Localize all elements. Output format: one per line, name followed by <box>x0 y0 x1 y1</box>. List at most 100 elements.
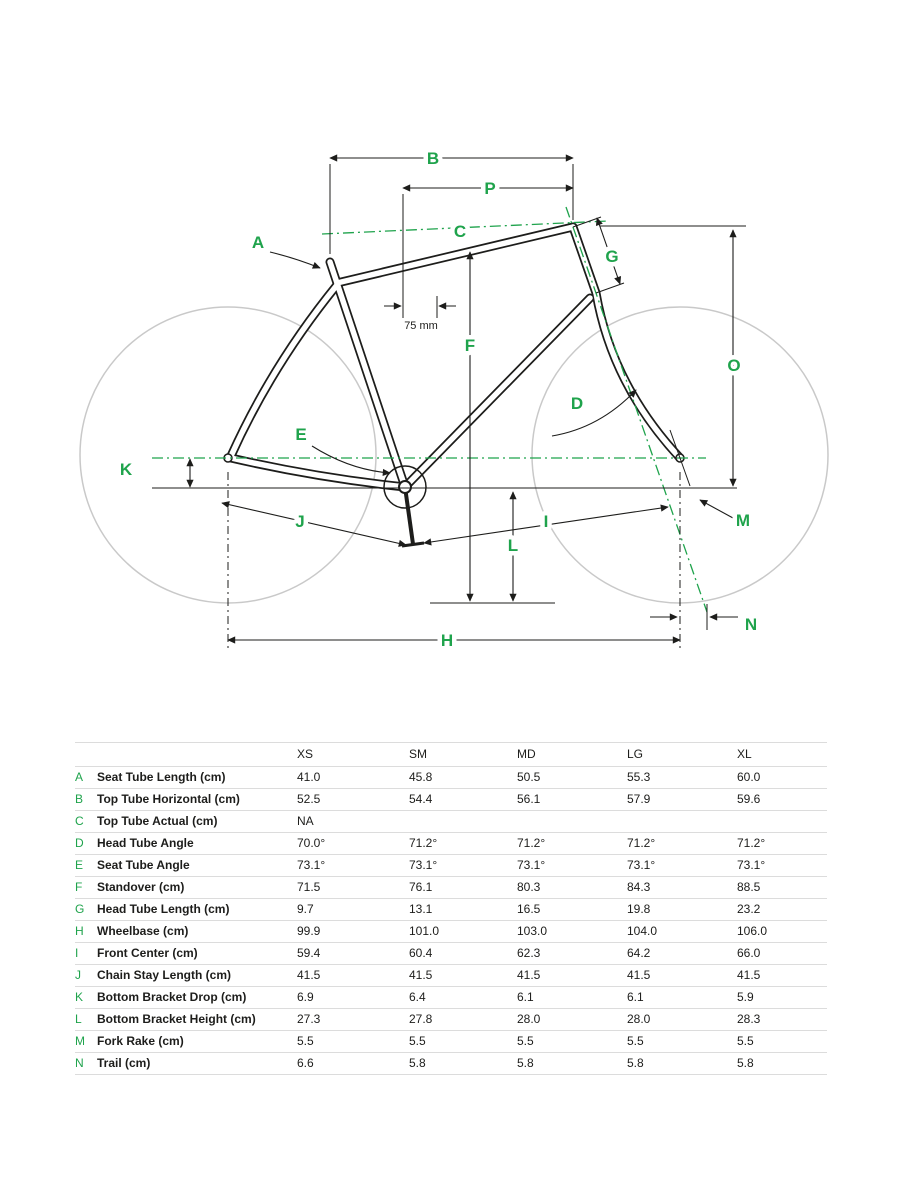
top-tube-actual-line <box>321 220 609 235</box>
row-value: 27.3 <box>297 1012 321 1026</box>
row-value: 5.5 <box>627 1034 644 1048</box>
label-I: I <box>544 512 549 531</box>
row-value: 41.5 <box>737 968 761 982</box>
label-L: L <box>508 536 518 555</box>
row-value: 66.0 <box>737 946 761 960</box>
row-value: 19.8 <box>627 902 651 916</box>
row-value: 9.7 <box>297 902 314 916</box>
row-value: 41.5 <box>627 968 651 982</box>
label-E: E <box>295 425 306 444</box>
row-label: Chain Stay Length (cm) <box>97 968 232 982</box>
table-row: M Fork Rake (cm) 5.5 5.5 5.5 5.5 5.5 <box>75 1031 827 1053</box>
row-value: 73.1° <box>297 858 326 872</box>
row-value: 70.0° <box>297 836 326 850</box>
header-spacer-label <box>97 743 297 767</box>
row-value: 5.8 <box>737 1056 754 1070</box>
row-label: Top Tube Horizontal (cm) <box>97 792 240 806</box>
row-letter: A <box>75 770 84 784</box>
row-value: 6.9 <box>297 990 314 1004</box>
row-value: 71.2° <box>517 836 546 850</box>
size-header-sm: SM <box>409 747 427 761</box>
row-value: 71.2° <box>627 836 656 850</box>
row-value: 52.5 <box>297 792 321 806</box>
row-letter: J <box>75 968 81 982</box>
label-K: K <box>120 460 133 479</box>
row-value: 5.5 <box>297 1034 314 1048</box>
table-row: L Bottom Bracket Height (cm) 27.3 27.8 2… <box>75 1009 827 1031</box>
label-M: M <box>736 511 750 530</box>
row-label: Front Center (cm) <box>97 946 198 960</box>
row-value: 28.3 <box>737 1012 761 1026</box>
table-row: D Head Tube Angle 70.0° 71.2° 71.2° 71.2… <box>75 833 827 855</box>
row-value: 5.5 <box>737 1034 754 1048</box>
row-value: 41.0 <box>297 770 321 784</box>
row-value: 104.0 <box>627 924 658 938</box>
steering-axis-line <box>565 206 708 613</box>
table-row: I Front Center (cm) 59.4 60.4 62.3 64.2 … <box>75 943 827 965</box>
table-header-row: XS SM MD LG XL <box>75 743 827 767</box>
row-label: Seat Tube Angle <box>97 858 190 872</box>
label-N: N <box>745 615 757 634</box>
row-value: 57.9 <box>627 792 651 806</box>
size-header-xl: XL <box>737 747 752 761</box>
row-value: 73.1° <box>409 858 438 872</box>
row-value: 60.0 <box>737 770 761 784</box>
row-label: Wheelbase (cm) <box>97 924 189 938</box>
row-letter: F <box>75 880 83 894</box>
row-label: Top Tube Actual (cm) <box>97 814 218 828</box>
row-value: 54.4 <box>409 792 433 806</box>
row-value: 59.4 <box>297 946 321 960</box>
row-value: 71.2° <box>409 836 438 850</box>
row-letter: B <box>75 792 84 806</box>
row-letter: I <box>75 946 79 960</box>
reference-lines <box>152 206 708 613</box>
row-letter: G <box>75 902 85 916</box>
table-row: A Seat Tube Length (cm) 41.0 45.8 50.5 5… <box>75 767 827 789</box>
row-value: 6.1 <box>627 990 644 1004</box>
size-header-xs: XS <box>297 747 314 761</box>
geometry-table-body: A Seat Tube Length (cm) 41.0 45.8 50.5 5… <box>75 767 827 1075</box>
row-value: 6.6 <box>297 1056 314 1070</box>
size-header-lg: LG <box>627 747 644 761</box>
row-value: 88.5 <box>737 880 761 894</box>
size-header-md: MD <box>517 747 536 761</box>
row-value: 13.1 <box>409 902 433 916</box>
row-label: Fork Rake (cm) <box>97 1034 184 1048</box>
table-row: N Trail (cm) 6.6 5.8 5.8 5.8 5.8 <box>75 1053 827 1075</box>
table-row: H Wheelbase (cm) 99.9 101.0 103.0 104.0 … <box>75 921 827 943</box>
label-G: G <box>605 247 618 266</box>
row-value: 5.8 <box>517 1056 534 1070</box>
row-value <box>409 811 517 833</box>
geometry-table-section: XS SM MD LG XL A Seat Tube Length (cm) 4… <box>75 742 827 1075</box>
row-value: 103.0 <box>517 924 548 938</box>
row-value: 41.5 <box>517 968 541 982</box>
row-value: 73.1° <box>737 858 766 872</box>
crank-arm <box>403 486 415 545</box>
row-value: 5.5 <box>409 1034 426 1048</box>
row-label: Seat Tube Length (cm) <box>97 770 226 784</box>
row-value: 5.8 <box>409 1056 426 1070</box>
bike-frame <box>223 222 685 548</box>
row-label: Bottom Bracket Height (cm) <box>97 1012 256 1026</box>
label-C: C <box>454 222 466 241</box>
dimension-lines <box>152 154 746 652</box>
row-value: 16.5 <box>517 902 541 916</box>
table-row: B Top Tube Horizontal (cm) 52.5 54.4 56.… <box>75 789 827 811</box>
bike-geometry-diagram: A B P C G F O D E K J I L M H N 75 mm <box>79 149 829 652</box>
row-label: Trail (cm) <box>97 1056 151 1070</box>
row-letter: C <box>75 814 84 828</box>
row-value: 23.2 <box>737 902 761 916</box>
row-value: 73.1° <box>517 858 546 872</box>
row-value: 6.4 <box>409 990 426 1004</box>
row-value: 5.8 <box>627 1056 644 1070</box>
row-value: 73.1° <box>627 858 656 872</box>
row-value: 55.3 <box>627 770 651 784</box>
row-value: 41.5 <box>409 968 433 982</box>
row-letter: D <box>75 836 84 850</box>
row-value: 28.0 <box>627 1012 651 1026</box>
table-row: C Top Tube Actual (cm) NA <box>75 811 827 833</box>
row-value: 80.3 <box>517 880 541 894</box>
row-letter: N <box>75 1056 84 1070</box>
label-H: H <box>441 631 453 650</box>
